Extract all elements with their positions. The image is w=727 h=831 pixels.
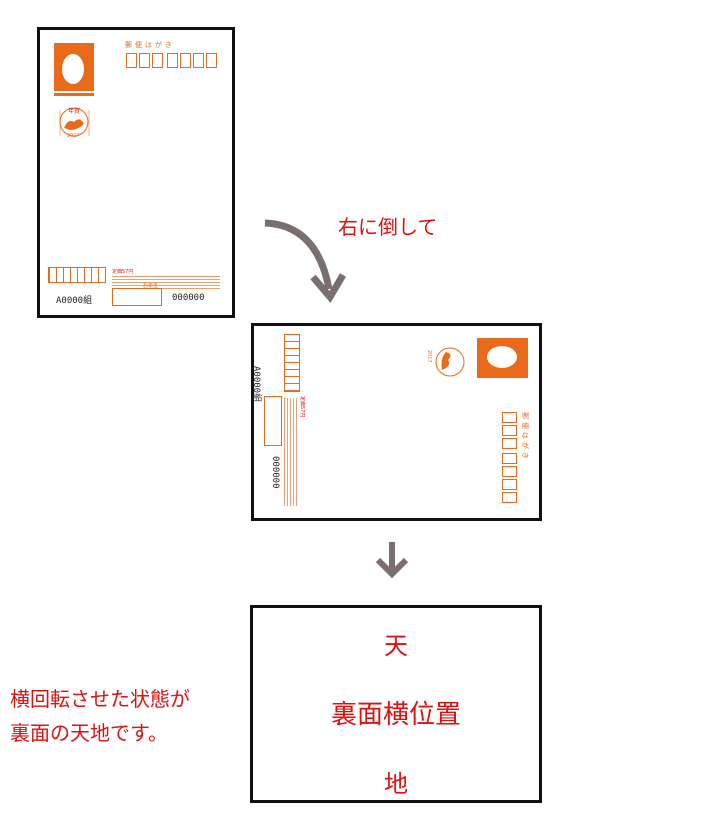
side-note-line2: 裏面の天地です。 [10, 717, 168, 746]
zip-box [167, 53, 178, 68]
zip-box [180, 53, 191, 68]
lottery-number-rotated: 000000 [270, 456, 280, 489]
zip-box [502, 492, 517, 503]
down-arrow-icon [374, 540, 410, 580]
egg-icon [480, 338, 528, 378]
zip-box [502, 466, 517, 477]
zip-box [126, 53, 137, 68]
stamp-barcode [54, 93, 94, 96]
postmark-label: 年賀 [68, 106, 80, 115]
side-note-line1: 横回転させた状態が [10, 683, 190, 712]
lottery-number: 000000 [172, 293, 205, 303]
rooster-postmark-icon [428, 342, 470, 382]
lottery-grid [284, 334, 300, 392]
zip-box [502, 425, 517, 436]
orientation-label: 裏面横位置 [253, 694, 539, 731]
zip-box [502, 453, 517, 464]
fine-print [284, 398, 298, 506]
lottery-grid [48, 267, 106, 283]
postmark-year-rotated: 2017 [426, 350, 432, 363]
zip-box [193, 53, 204, 68]
zip-box [502, 479, 517, 490]
zip-box [152, 53, 163, 68]
zip-box [502, 412, 517, 423]
lottery-group: A0000組 [56, 293, 92, 306]
result-card: 天 裏面横位置 地 [250, 605, 542, 803]
lottery-group-rotated: A0000組 [251, 366, 264, 402]
rotate-instruction: 右に倒して [338, 211, 437, 240]
rooster-illustration [264, 396, 282, 446]
stamp-value-rotated: 52 [512, 370, 520, 379]
top-label: 天 [253, 626, 539, 661]
stamp-value: 52 [86, 44, 95, 52]
bottom-label: 地 [253, 764, 539, 799]
postcard-vertical: 52 年賀 2017 郵便はがき 定価57円 A0000組 お年玉 000000 [37, 27, 235, 318]
fine-print [112, 275, 220, 289]
postmark-year: 2017 [67, 133, 80, 139]
postcard-horizontal: A0000組 000000 定価57円 2017 52 郵便はがき [251, 323, 542, 521]
postcard-header-rotated: 郵便はがき [520, 412, 530, 462]
otoshidama-label: お年玉 [143, 282, 158, 289]
stamp-barcode [477, 338, 480, 378]
price-text: 定価57円 [112, 268, 133, 275]
zip-box [206, 53, 217, 68]
zip-box [502, 438, 517, 449]
rooster-illustration [112, 288, 162, 306]
egg-stamp [480, 338, 528, 378]
zip-box [139, 53, 150, 68]
postcard-header: 郵便はがき [125, 40, 175, 50]
price-text-rotated: 定価57円 [299, 396, 306, 417]
